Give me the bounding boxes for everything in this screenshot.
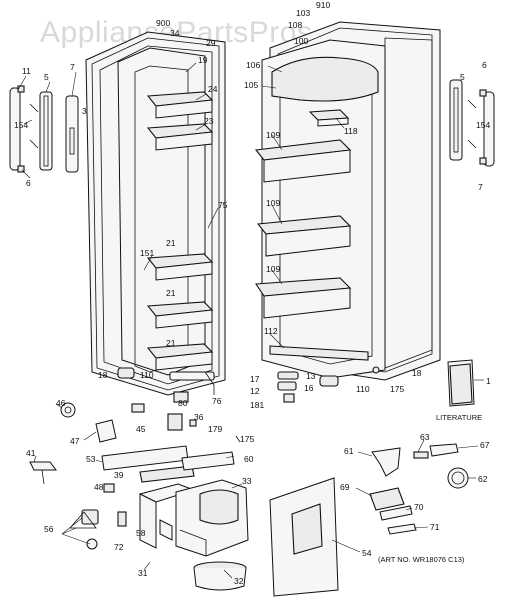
- leader-lines: [17, 62, 484, 579]
- callout-7-left: 6: [26, 178, 31, 188]
- callout-5-right: 5: [460, 72, 465, 82]
- dispenser-housing: [138, 479, 249, 591]
- callout-112: 112: [264, 326, 278, 336]
- callout-23: 23: [204, 116, 214, 126]
- callout-13: 13: [306, 371, 316, 381]
- callout-33: 33: [242, 476, 252, 486]
- callout-39: 39: [114, 470, 124, 480]
- callout-109-b: 109: [266, 198, 280, 208]
- callout-105: 105: [244, 80, 258, 90]
- light-bulb-parts: [69, 509, 173, 550]
- callout-154-left: 154: [14, 120, 28, 130]
- callout-108: 108: [288, 20, 302, 30]
- callout-6-left: 11: [22, 66, 31, 76]
- callout-32: 32: [234, 576, 244, 586]
- callout-19: 19: [198, 55, 208, 65]
- callout-62: 62: [478, 474, 488, 484]
- callout-47: 47: [70, 436, 80, 446]
- literature-label: LITERATURE: [436, 413, 482, 422]
- callout-100: 100: [294, 36, 308, 46]
- callout-18-right: 18: [412, 368, 422, 378]
- callout-70: 70: [414, 502, 424, 512]
- callout-75: 75: [218, 200, 228, 210]
- callout-31: 31: [138, 568, 148, 578]
- callout-11: 7: [70, 62, 75, 72]
- callout-3: 3: [82, 106, 87, 116]
- callout-54: 54: [362, 548, 372, 558]
- callout-36: 36: [194, 412, 204, 422]
- callout-72: 72: [114, 542, 124, 552]
- callout-69: 69: [340, 482, 350, 492]
- callout-12: 12: [250, 386, 260, 396]
- dispenser-lever-parts: [29, 461, 115, 493]
- callout-58: 58: [136, 528, 146, 538]
- callout-21-b: 21: [166, 288, 176, 298]
- callout-numbers: 11 5 7 3 154 6 900 34 29 19 24 23 75 151…: [14, 0, 491, 586]
- callout-900: 900: [156, 18, 170, 28]
- callout-1: 1: [486, 376, 491, 386]
- callout-71: 71: [430, 522, 440, 532]
- callout-910: 910: [316, 0, 330, 10]
- callout-179: 179: [208, 424, 222, 434]
- callout-175-right: 175: [390, 384, 404, 394]
- callout-17: 17: [250, 374, 260, 384]
- callout-175-lower: 175: [240, 434, 254, 444]
- callout-67: 67: [480, 440, 490, 450]
- callout-56: 56: [44, 524, 54, 534]
- freezer-door-shelves: [146, 91, 214, 371]
- callout-106: 106: [246, 60, 260, 70]
- art-number: (ART NO. WR18076 C13): [378, 555, 465, 564]
- callout-21-a: 21: [166, 238, 176, 248]
- butter-compartment: [308, 109, 350, 127]
- callout-110-right: 110: [356, 384, 370, 394]
- callout-53: 53: [86, 454, 96, 464]
- callout-181: 181: [250, 400, 264, 410]
- callout-18-left: 18: [98, 370, 108, 380]
- door-kick-rail: [269, 345, 369, 361]
- callout-45: 45: [136, 424, 146, 434]
- dispenser-cover: [269, 477, 339, 597]
- dispenser-small-parts: [60, 402, 241, 443]
- callout-63: 63: [420, 432, 430, 442]
- callout-41: 41: [26, 448, 36, 458]
- callout-21-c: 21: [166, 338, 176, 348]
- callout-7-right: 7: [478, 182, 483, 192]
- callout-60: 60: [244, 454, 254, 464]
- callout-80: 80: [178, 398, 188, 408]
- callout-76: 76: [212, 396, 222, 406]
- ice-chute-parts: [369, 443, 469, 535]
- hinge-parts: [277, 366, 380, 403]
- freezer-door-bottom-parts: [117, 367, 215, 403]
- callout-109-c: 109: [266, 264, 280, 274]
- callout-6-right: 6: [482, 60, 487, 70]
- callout-48: 48: [94, 482, 104, 492]
- callout-110-left: 110: [140, 370, 154, 380]
- callout-118: 118: [344, 126, 358, 136]
- dispenser-panels: [101, 445, 235, 483]
- callout-29: 29: [206, 38, 216, 48]
- callout-34: 34: [170, 28, 180, 38]
- callout-46: 46: [56, 398, 66, 408]
- callout-109-a: 109: [266, 130, 280, 140]
- callout-24: 24: [208, 84, 218, 94]
- callout-5-left: 5: [44, 72, 49, 82]
- callout-154-right: 154: [476, 120, 490, 130]
- fresh-food-door-shelves: [254, 139, 352, 319]
- dairy-compartment-door: [271, 56, 379, 102]
- literature-booklet: [447, 359, 475, 407]
- callout-16: 16: [304, 383, 314, 393]
- right-door-handle: [449, 79, 495, 167]
- callout-103: 103: [296, 8, 310, 18]
- callout-151: 151: [140, 248, 154, 258]
- callout-61: 61: [344, 446, 354, 456]
- left-handle-trim: [65, 95, 79, 173]
